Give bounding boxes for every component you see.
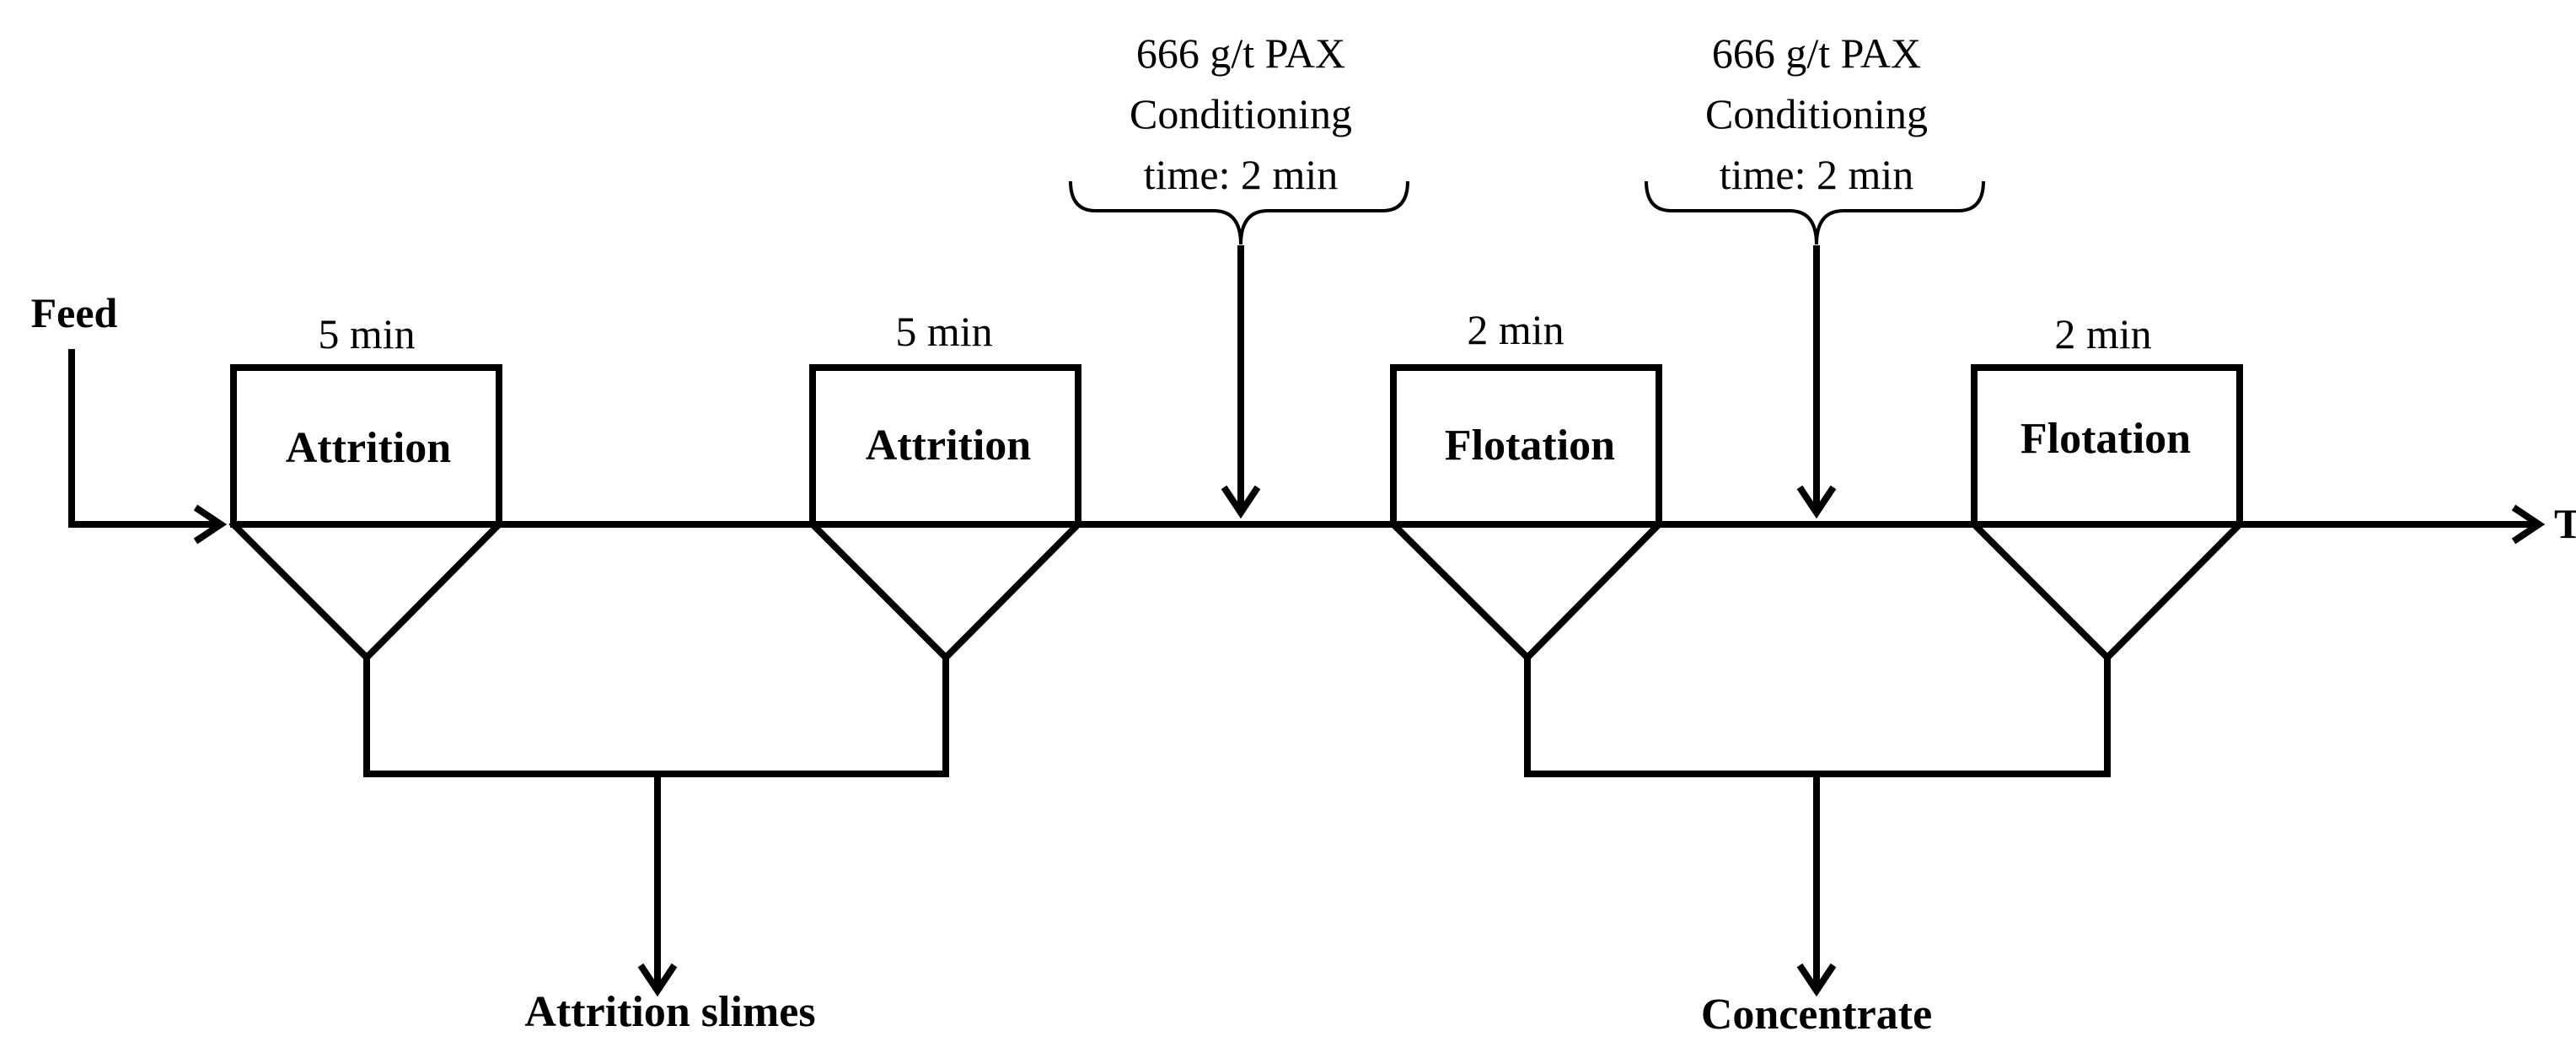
reagent-1-line-2: Conditioning	[1130, 90, 1352, 137]
flotation-hopper-2	[1969, 519, 2245, 663]
flotation-hopper-1	[1388, 519, 1664, 663]
unit-time-4: 2 min	[2054, 310, 2151, 357]
reagent-arrow-head-2	[1796, 485, 1837, 519]
feed-line	[68, 349, 218, 528]
unit-label-2: Attrition	[866, 422, 1031, 470]
reagent-2-line-3: time: 2 min	[1720, 151, 1914, 198]
concentrate-arrow-head	[1796, 963, 1837, 997]
attrition-cell-1	[230, 364, 502, 528]
attrition-hopper-1	[228, 519, 504, 663]
reagent-1-line-1: 666 g/t PAX	[1136, 30, 1345, 77]
attrition-cell-2	[809, 364, 1081, 528]
reagent-brace-1	[1069, 180, 1409, 245]
feed-label: Feed	[31, 289, 118, 336]
tail-label: Tail	[2554, 500, 2576, 547]
attrition-slimes-label: Attrition slimes	[524, 988, 815, 1036]
reagent-arrow-head-1	[1221, 485, 1261, 519]
reagent-brace-2	[1645, 180, 1985, 245]
reagent-2-line-1: 666 g/t PAX	[1712, 30, 1921, 77]
tail-arrow-head	[2511, 504, 2546, 545]
reagent-1-line-3: time: 2 min	[1144, 151, 1339, 198]
attrition-slimes-collector	[363, 654, 949, 777]
unit-time-1: 5 min	[318, 310, 415, 357]
unit-time-2: 5 min	[895, 308, 992, 355]
unit-label-1: Attrition	[286, 424, 451, 472]
flotation-cell-2	[1971, 364, 2243, 528]
attrition-hopper-2	[808, 519, 1083, 663]
attrition-slimes-arrow-head	[637, 963, 678, 997]
flotation-cell-1	[1390, 364, 1662, 528]
reagent-2-line-2: Conditioning	[1705, 90, 1928, 137]
concentrate-label: Concentrate	[1701, 991, 1932, 1039]
concentrate-collector	[1524, 654, 2111, 777]
unit-label-3: Flotation	[1445, 422, 1615, 470]
feed-arrow-head	[193, 504, 228, 545]
unit-time-3: 2 min	[1467, 306, 1564, 353]
unit-label-4: Flotation	[2021, 415, 2191, 463]
